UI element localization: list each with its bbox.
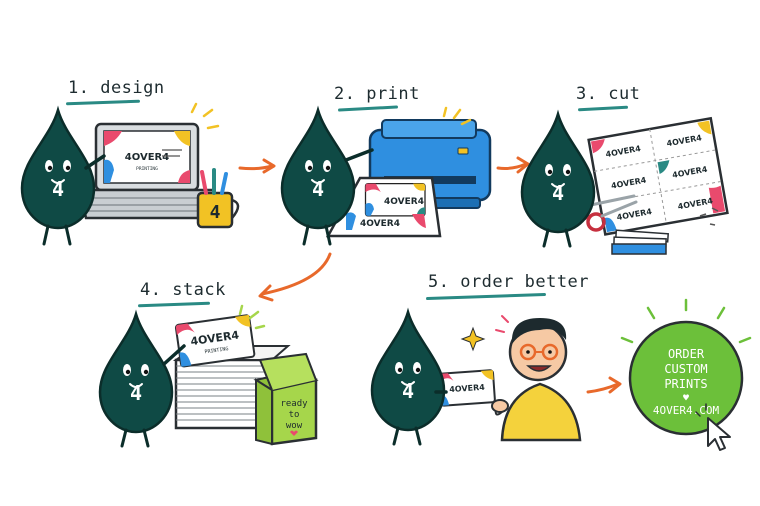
badge-line-1: ORDER: [668, 347, 705, 361]
sparkle-icon: [460, 326, 486, 352]
laptop-keyboard: [78, 188, 216, 220]
step-5-label: 5. order better: [428, 272, 590, 292]
printed-card-1-name: 4OVER4: [384, 197, 424, 207]
mascot-stack-number: 4: [130, 381, 142, 405]
badge-heart-icon: ♥: [683, 393, 689, 404]
step-5-scene: 4OVER4 4: [370, 310, 582, 446]
printed-card-2-name: 4OVER4: [360, 219, 400, 229]
arrow-step2-to-step3: [496, 162, 528, 170]
badge-url[interactable]: 4OVER4.COM: [653, 404, 720, 417]
ready-to-wow-box: ready to wow: [253, 352, 319, 446]
cut-card-stack: [611, 229, 670, 255]
mascot-order: [370, 310, 446, 432]
mascot-design: [20, 108, 96, 230]
mascot-print: [280, 108, 356, 230]
laptop-card-sub: PRINTING: [136, 166, 158, 172]
arrow-step1-to-step2: [238, 164, 274, 171]
laptop-screen: [103, 130, 191, 184]
arrow-step5-to-badge: [586, 382, 620, 394]
badge-line-3: PRINTS: [664, 377, 707, 391]
step-1-label: 1. design: [68, 78, 165, 98]
mascot-cut: [520, 112, 596, 234]
order-badge[interactable]: ORDER CUSTOM PRINTS ♥ 4OVER4.COM: [620, 298, 752, 451]
held-card-sub: PRINTING: [204, 346, 229, 355]
mascot-number: 4: [52, 177, 64, 201]
paper-scraps: [699, 207, 719, 226]
step-2-scene: 4OVER4 4OVER4 4: [280, 106, 492, 246]
step-4-label: 4. stack: [140, 280, 226, 300]
mascot-stack: [98, 312, 174, 434]
step-3-scene: 4OVER4 4OVER4 4OVER4 4OVER4 4OVER4 4OVER…: [520, 112, 729, 255]
held-business-card: 4OVER4 PRINTING: [174, 314, 256, 368]
happy-customer: [491, 315, 582, 442]
step-4-scene: 4OVER4 PRINTING ready to wow 4: [98, 304, 319, 448]
mascot-cut-number: 4: [552, 181, 564, 205]
box-text-line2: to: [289, 410, 300, 420]
arrow-step3-to-step4: [260, 252, 332, 296]
mascot-print-number: 4: [312, 177, 324, 201]
card-sheet-cut: 4OVER4 4OVER4 4OVER4 4OVER4 4OVER4 4OVER…: [587, 116, 729, 236]
cursor-icon: [707, 417, 731, 451]
given-business-card: 4OVER4: [438, 369, 496, 407]
box-text-line1: ready: [280, 399, 308, 409]
sparkle-lines: [190, 102, 220, 130]
mug-number: 4: [210, 202, 221, 223]
mascot-order-number: 4: [402, 379, 414, 403]
step-1-scene: 4OVER4 PRINTING 4 4: [20, 102, 240, 246]
badge-circle[interactable]: [628, 320, 744, 436]
badge-rays: [620, 298, 752, 344]
given-card-name: 4OVER4: [449, 383, 486, 394]
step-2-label: 2. print: [334, 84, 420, 104]
step-3-label: 3. cut: [576, 84, 641, 104]
badge-line-2: CUSTOM: [664, 362, 707, 376]
laptop-card-name: 4OVER4: [125, 152, 169, 163]
box-text-line3: wow: [286, 421, 303, 431]
